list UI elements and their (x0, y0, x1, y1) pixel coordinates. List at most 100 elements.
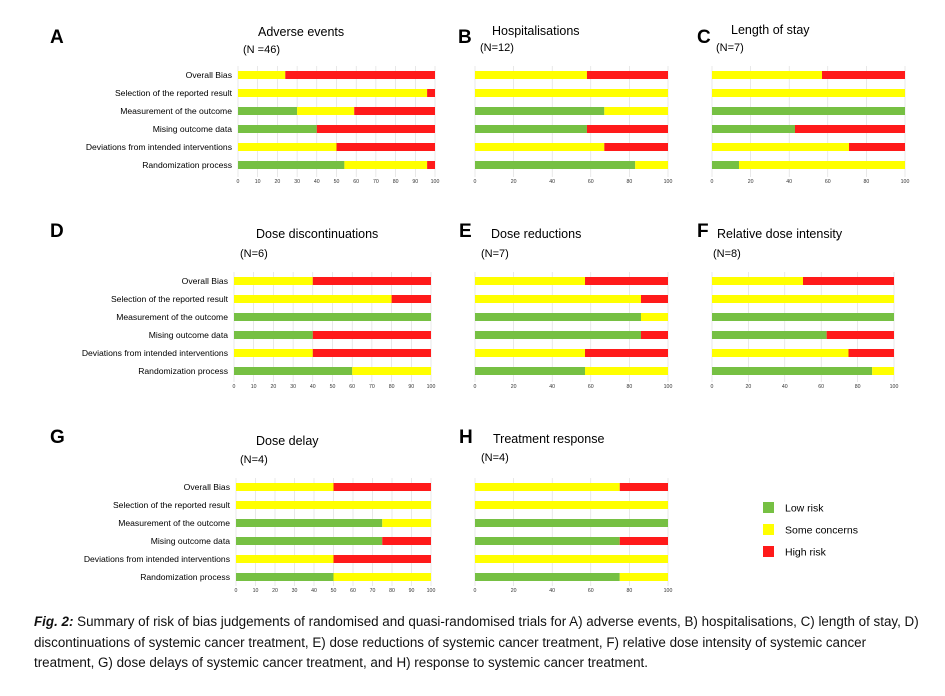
x-tick-label: 40 (549, 588, 555, 594)
bar-some-concerns (234, 295, 392, 303)
bar-low-risk (712, 331, 827, 339)
bar-some-concerns (475, 349, 586, 357)
bar-low-risk (238, 107, 298, 115)
bar-low-risk (475, 573, 620, 581)
x-tick-label: 90 (408, 384, 414, 390)
x-tick-label: 80 (627, 384, 633, 390)
legend-swatch-some (763, 524, 774, 535)
x-tick-label: 100 (427, 588, 436, 594)
bar-high-risk (285, 71, 435, 79)
bar-low-risk (712, 367, 873, 375)
bar-some-concerns (872, 367, 894, 375)
x-tick-label: 20 (511, 588, 517, 594)
x-tick-label: 30 (292, 588, 298, 594)
bar-low-risk (475, 313, 641, 321)
category-label: Randomization process (138, 366, 228, 376)
bar-high-risk (586, 71, 668, 79)
bar-some-concerns (712, 143, 850, 151)
bar-low-risk (234, 367, 353, 375)
bar-high-risk (822, 71, 905, 79)
panel-title: Adverse events (258, 25, 344, 39)
category-label: Deviations from intended interventions (84, 554, 230, 564)
x-tick-label: 40 (310, 384, 316, 390)
bar-some-concerns (382, 519, 431, 527)
x-tick-label: 80 (389, 588, 395, 594)
bar-some-concerns (712, 349, 849, 357)
panel-title: Dose reductions (491, 227, 581, 241)
bar-some-concerns (234, 349, 313, 357)
bar-high-risk (312, 277, 431, 285)
panel-subtitle: (N =46) (243, 44, 280, 56)
panel-subtitle: (N=7) (481, 248, 509, 260)
legend-swatch-low (763, 502, 774, 513)
bar-high-risk (427, 89, 435, 97)
bar-some-concerns (475, 555, 668, 563)
x-tick-label: 10 (253, 588, 259, 594)
x-tick-label: 0 (474, 588, 477, 594)
x-tick-label: 40 (782, 384, 788, 390)
bar-some-concerns (712, 277, 803, 285)
caption-text: Summary of risk of bias judgements of ra… (34, 614, 919, 670)
x-tick-label: 60 (353, 179, 359, 185)
legend-label-low: Low risk (785, 503, 824, 515)
x-tick-label: 80 (627, 588, 633, 594)
bar-high-risk (336, 143, 435, 151)
bar-some-concerns (475, 89, 668, 97)
category-label: Overall Bias (184, 482, 230, 492)
x-tick-label: 90 (412, 179, 418, 185)
category-label: Measurement of the outcome (116, 312, 228, 322)
x-tick-label: 90 (409, 588, 415, 594)
category-label: Overall Bias (186, 70, 232, 80)
panel-title: Hospitalisations (492, 24, 580, 38)
category-label: Selection of the reported result (115, 88, 233, 98)
panel-subtitle: (N=4) (481, 452, 509, 464)
bar-low-risk (475, 125, 587, 133)
bar-some-concerns (333, 573, 431, 581)
x-tick-label: 40 (314, 179, 320, 185)
bar-some-concerns (604, 107, 668, 115)
category-label: Mising outcome data (151, 536, 231, 546)
bar-high-risk (427, 161, 435, 169)
category-label: Selection of the reported result (111, 294, 229, 304)
panel-title: Dose delay (256, 434, 319, 448)
bar-high-risk (382, 537, 431, 545)
x-tick-label: 20 (511, 384, 517, 390)
bar-some-concerns (236, 501, 431, 509)
bar-some-concerns (475, 277, 586, 285)
bar-low-risk (236, 519, 383, 527)
bar-high-risk (316, 125, 435, 133)
bar-some-concerns (238, 89, 428, 97)
bar-some-concerns (234, 277, 313, 285)
bar-some-concerns (619, 573, 668, 581)
panel-letter: C (697, 27, 711, 48)
x-tick-label: 100 (664, 384, 673, 390)
bar-high-risk (803, 277, 894, 285)
panel-title: Treatment response (493, 432, 604, 446)
panel-letter: B (458, 27, 472, 48)
bar-some-concerns (236, 555, 334, 563)
panel-subtitle: (N=8) (713, 248, 741, 260)
x-tick-label: 100 (431, 179, 440, 185)
bar-high-risk (848, 349, 894, 357)
panel-letter: H (459, 427, 473, 448)
panel-subtitle: (N=4) (240, 454, 268, 466)
legend-label-some: Some concerns (785, 525, 858, 537)
x-tick-label: 100 (901, 179, 910, 185)
bar-low-risk (238, 161, 345, 169)
x-tick-label: 60 (818, 384, 824, 390)
bar-low-risk (234, 313, 431, 321)
bar-high-risk (826, 331, 894, 339)
x-tick-label: 20 (511, 179, 517, 185)
x-tick-label: 10 (255, 179, 261, 185)
bar-some-concerns (475, 483, 620, 491)
bar-some-concerns (739, 161, 905, 169)
x-tick-label: 0 (711, 384, 714, 390)
bar-some-concerns (475, 501, 668, 509)
category-label: Mising outcome data (153, 124, 233, 134)
